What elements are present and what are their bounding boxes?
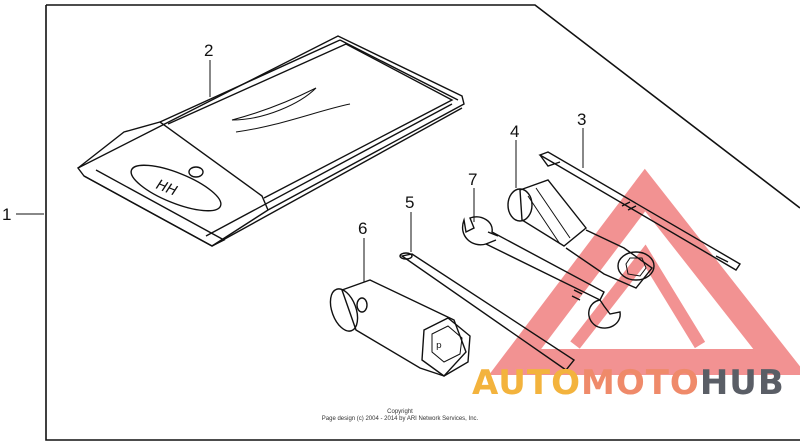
callout-4: 4	[510, 122, 519, 141]
leader-lines	[16, 60, 584, 282]
watermark-triangle	[488, 168, 800, 375]
diagram-frame	[45, 4, 800, 441]
handle-bar	[399, 252, 576, 371]
callout-3: 3	[577, 110, 586, 129]
watermark-moto: MOTO	[580, 363, 700, 403]
callout-6: 6	[358, 219, 367, 238]
svg-text:p: p	[436, 341, 442, 351]
wrench	[461, 216, 621, 329]
tool-bag: HH	[76, 35, 465, 247]
watermark-hub: HUB	[699, 363, 785, 403]
callout-2: 2	[204, 41, 213, 60]
box-spanner: p	[329, 279, 471, 377]
callout-5: 5	[405, 193, 414, 212]
callout-7: 7	[468, 170, 477, 189]
callout-labels: 1 2 3 4 5 6 7	[2, 41, 586, 238]
copyright-label: Copyright	[387, 409, 413, 415]
screwdriver-handle	[507, 179, 655, 289]
watermark-logo: AUTOMOTOHUB	[472, 363, 785, 403]
callout-1: 1	[2, 205, 11, 224]
copyright-notice: Page design (c) 2004 - 2014 by ARI Netwo…	[321, 416, 479, 422]
screwdriver	[538, 151, 741, 271]
svg-text:HH: HH	[154, 177, 180, 200]
watermark-auto: AUTO	[472, 363, 581, 403]
